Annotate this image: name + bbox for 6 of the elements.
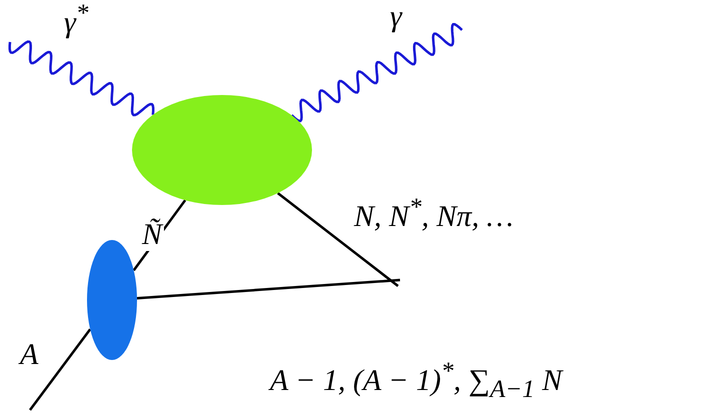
photon-line [8,40,154,116]
edge-label: Ñ [140,218,164,251]
photon-line [290,23,463,122]
particle-line [136,278,400,300]
particle-line [29,328,92,411]
particle-line [277,192,399,287]
